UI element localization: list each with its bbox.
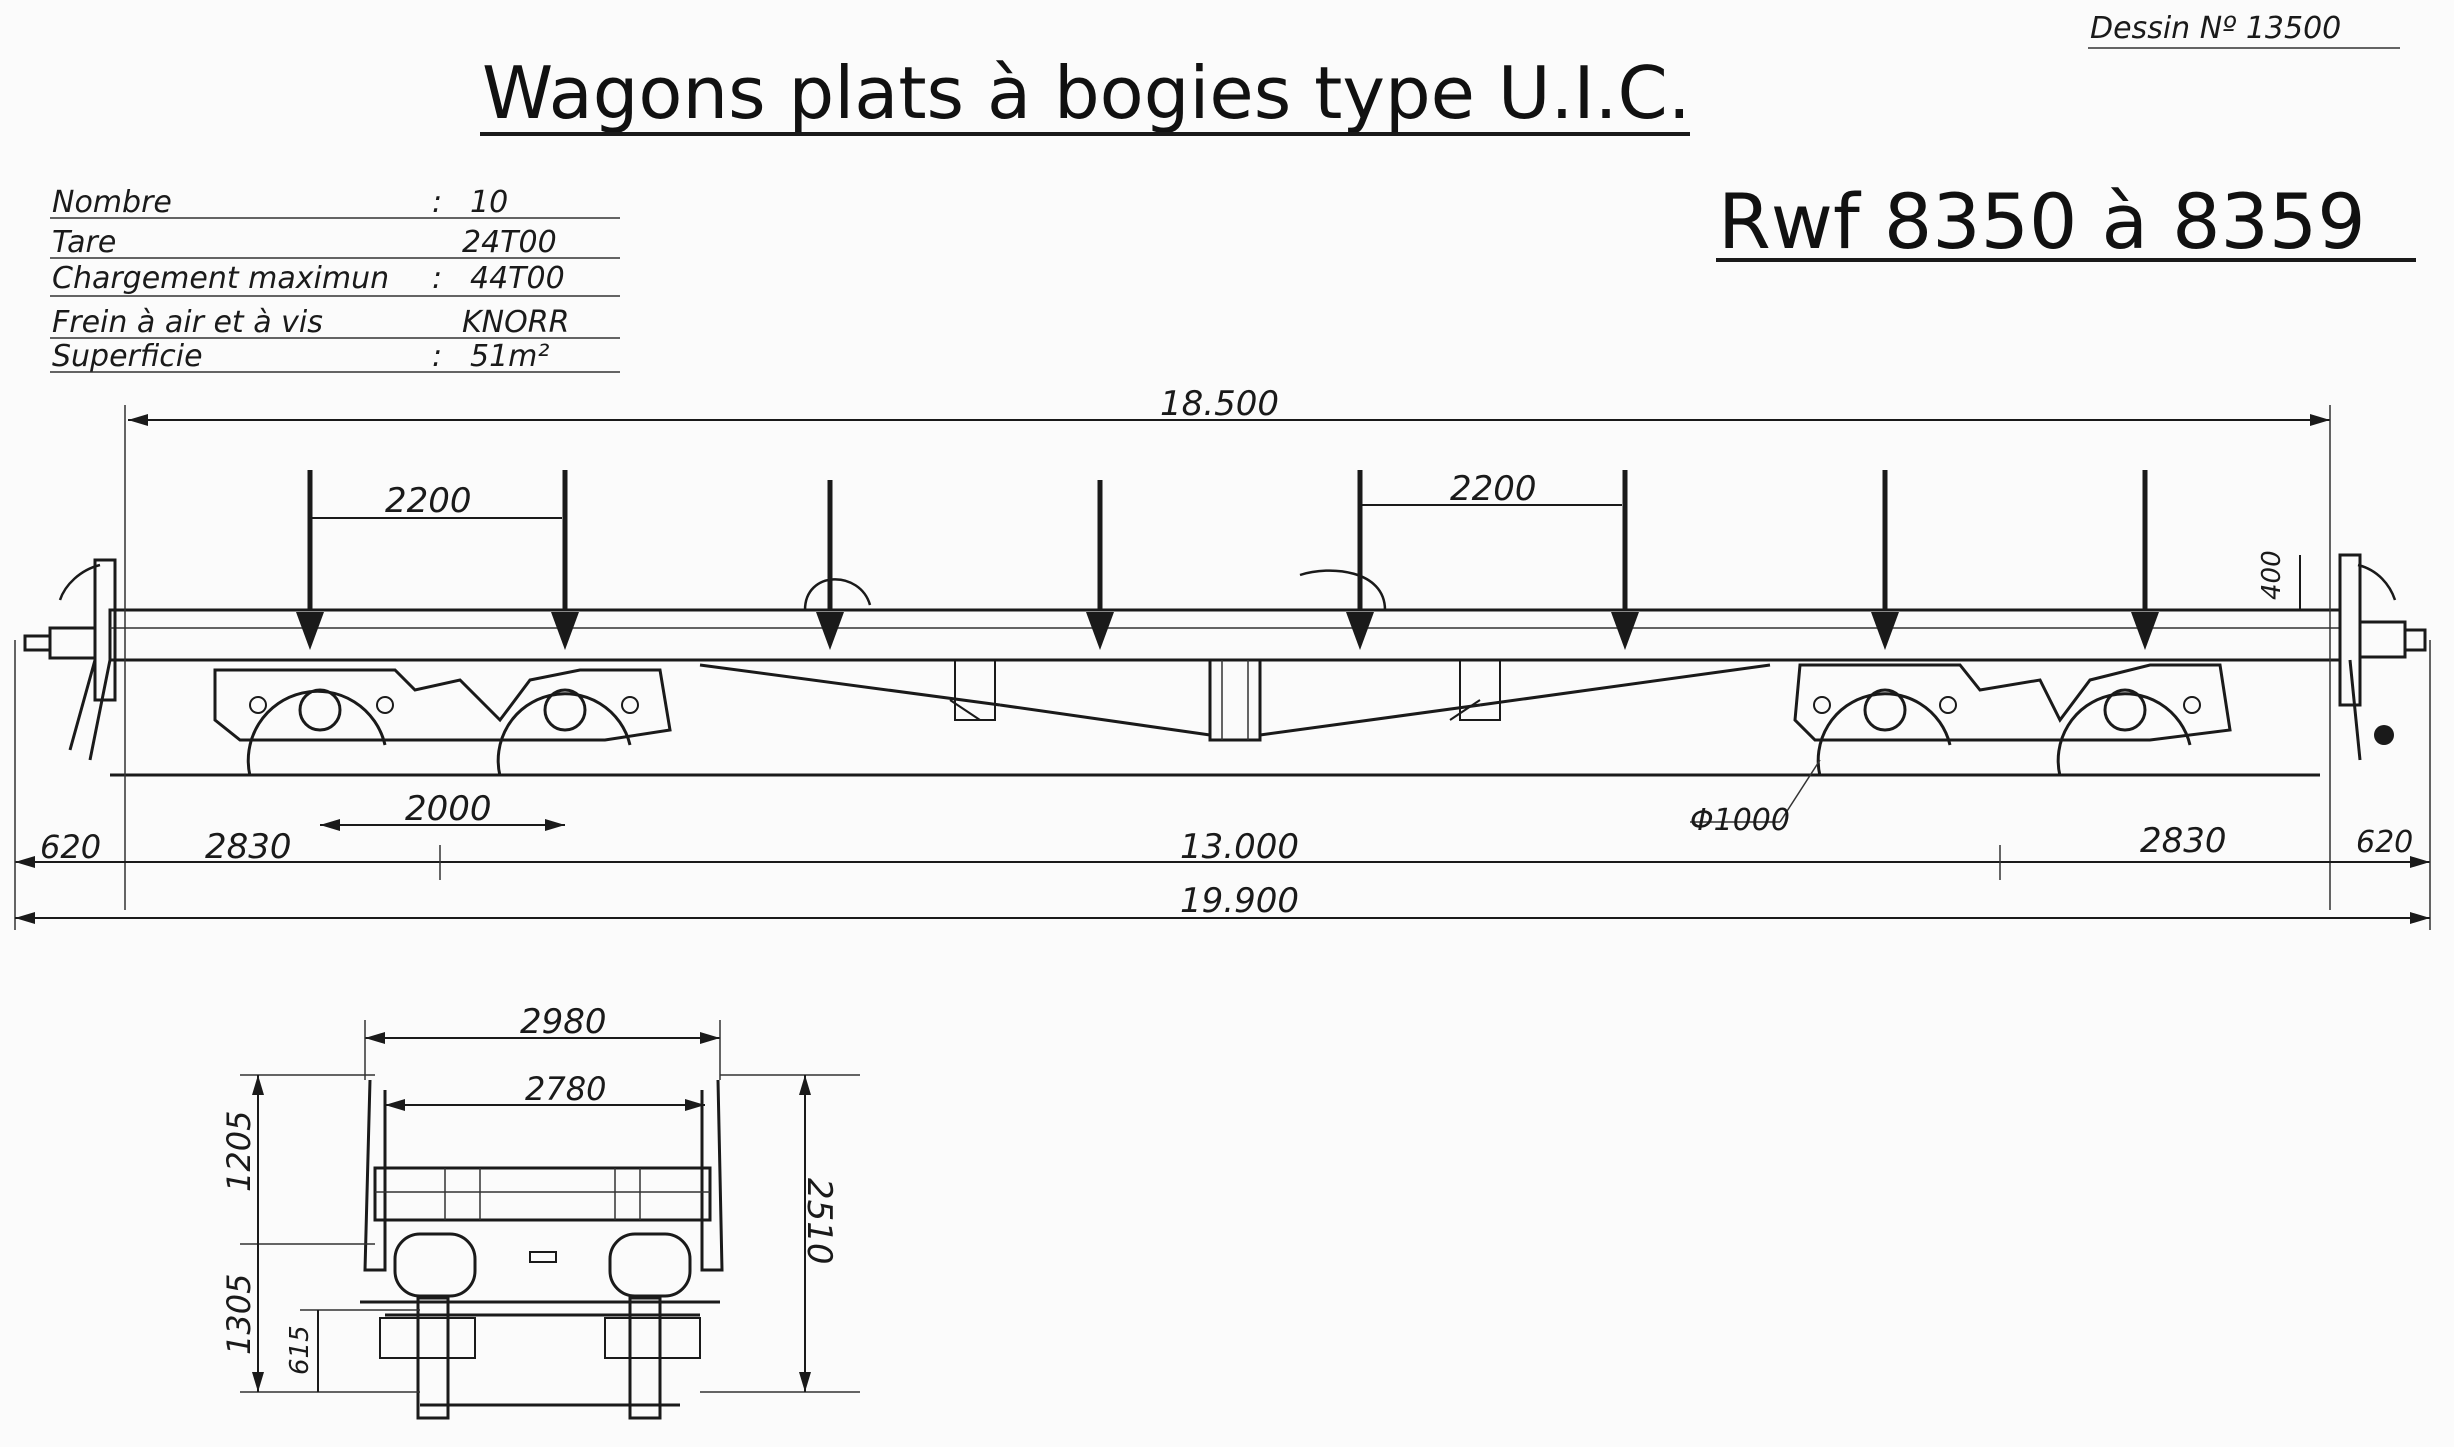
fold-arrow-left xyxy=(803,578,872,611)
dim-stake-height: 400 xyxy=(2257,550,2287,600)
spec-table: Nombre : 10 Tare 24T00 Chargement maximu… xyxy=(50,185,620,374)
main-title: Wagons plats à bogies type U.I.C. xyxy=(482,51,1691,135)
spec-label: Nombre xyxy=(52,185,172,220)
buffer-right xyxy=(2338,553,2427,761)
coupling-arrow-right xyxy=(2357,563,2397,601)
dim-length-over-buffers: 19.900 xyxy=(1180,881,1299,921)
dim-wheel-diameter: Φ1000 xyxy=(1690,803,1790,838)
dim-frame-length: 18.500 xyxy=(1160,384,1279,424)
dim-bogie-offset-right: 2830 xyxy=(2140,821,2227,861)
dim-stake-spacing-mid: 2200 xyxy=(1450,469,1537,509)
spec-label: Chargement maximun xyxy=(52,261,389,296)
dim-stake-spacing-left: 2200 xyxy=(385,481,472,521)
spec-sep: : xyxy=(432,185,442,220)
dim-lower-height: 1305 xyxy=(220,1274,258,1355)
spec-sep: : xyxy=(432,261,442,296)
fold-arrow-right xyxy=(1299,569,1387,611)
spec-label: Frein à air et à vis xyxy=(52,305,323,340)
spec-value: 51m² xyxy=(470,339,549,374)
bogie-right xyxy=(1793,663,2232,777)
end-view: 2980 2780 xyxy=(220,1002,860,1420)
spec-label: Tare xyxy=(52,225,116,260)
dim-bogie-centres: 13.000 xyxy=(1180,827,1299,867)
underframe xyxy=(108,608,2342,662)
spec-value: 10 xyxy=(470,185,508,220)
spec-value: 44T00 xyxy=(470,261,565,296)
series-label: Rwf 8350 à 8359 xyxy=(1718,177,2366,266)
dim-bogie-offset-left: 2830 xyxy=(205,827,292,867)
buffer-left xyxy=(23,558,117,761)
dim-buffer-left: 620 xyxy=(40,828,101,866)
side-view: 18.500 2200 2200 400 2000 Φ1000 620 2830… xyxy=(14,384,2431,930)
truss-girder xyxy=(670,658,1790,742)
dim-upper-height: 1205 xyxy=(220,1111,258,1192)
spec-value: 24T00 xyxy=(462,225,557,260)
spec-value: KNORR xyxy=(462,305,569,340)
stakes xyxy=(296,470,2159,650)
drawing-number: Dessin Nº 13500 xyxy=(2090,11,2341,46)
dim-inner-width: 2780 xyxy=(525,1070,606,1108)
dim-bogie-wheelbase: 2000 xyxy=(405,789,492,829)
dim-overall-width: 2980 xyxy=(520,1002,607,1042)
dim-total-height: 2510 xyxy=(799,1178,839,1265)
dim-buffer-right: 620 xyxy=(2356,825,2413,860)
bogie-left xyxy=(213,668,672,777)
spec-sep: : xyxy=(432,339,442,374)
spec-label: Superficie xyxy=(52,339,203,374)
dim-floor-height: 615 xyxy=(285,1325,315,1375)
